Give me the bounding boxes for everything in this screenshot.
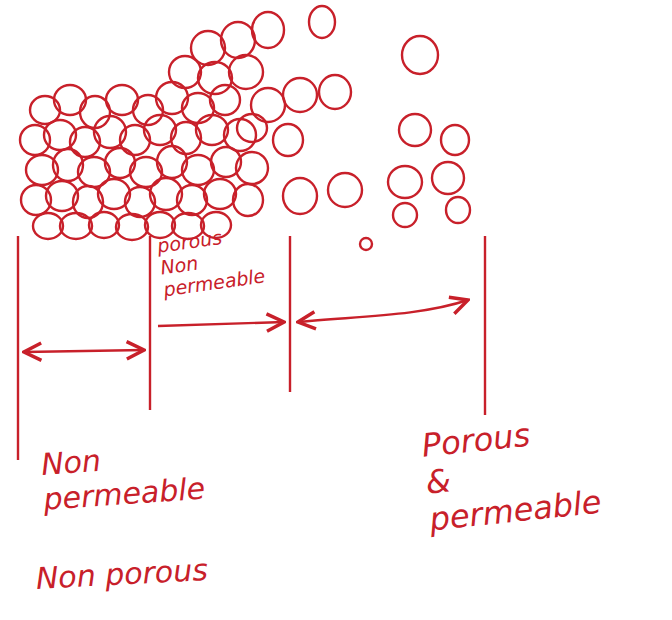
zone-label: porous Non permeable bbox=[156, 223, 256, 301]
zone-label: Porous & permeable bbox=[420, 415, 551, 537]
zone-label: Non permeable bbox=[40, 436, 214, 517]
zone-label: Non porous bbox=[35, 552, 237, 597]
grains bbox=[20, 6, 470, 250]
